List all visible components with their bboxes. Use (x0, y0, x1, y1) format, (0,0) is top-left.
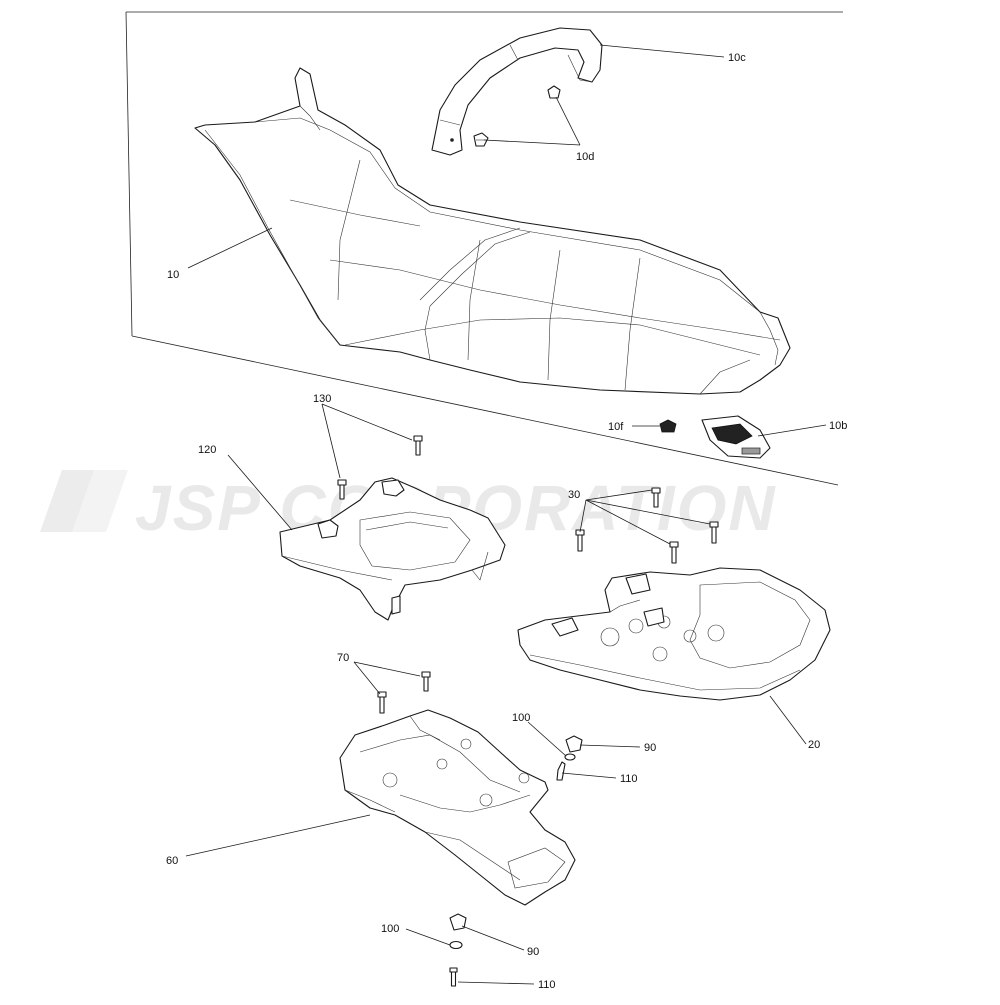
callout-60: 60 (166, 855, 178, 867)
callout-90-lower: 90 (527, 946, 539, 958)
callout-70: 70 (337, 652, 349, 664)
callout-10d: 10d (576, 151, 594, 163)
callout-10: 10 (167, 269, 179, 281)
callout-10f: 10f (608, 421, 624, 433)
callout-100-lower: 100 (381, 923, 399, 935)
callout-130: 130 (313, 393, 331, 405)
callout-100-upper: 100 (512, 712, 530, 724)
screw-part-30-d (669, 541, 679, 564)
screw-part-130-a (413, 435, 423, 456)
clip-part-10d-b (547, 85, 561, 99)
callout-110-upper: 110 (620, 773, 638, 785)
rack-part-20 (517, 567, 831, 701)
callout-10c: 10c (728, 52, 746, 64)
washer-part-100-upper (564, 753, 576, 761)
callout-120: 120 (198, 444, 216, 456)
washer-part-100-lower (449, 940, 463, 950)
callout-90-upper: 90 (644, 742, 656, 754)
callout-110-lower: 110 (538, 979, 556, 991)
clip-part-10d-a (473, 132, 489, 147)
latch-part-10b (701, 415, 771, 459)
support-part-60 (339, 709, 576, 906)
callout-10b: 10b (829, 420, 847, 432)
screw-part-70-b (377, 691, 387, 714)
screw-part-30-b (709, 521, 719, 544)
screw-part-130-b (337, 479, 347, 500)
callout-30: 30 (568, 489, 580, 501)
screw-part-70-a (421, 671, 431, 692)
strap-part-10c (431, 27, 603, 156)
bolt-part-110-lower (449, 967, 458, 987)
screw-part-30-a (651, 487, 661, 508)
seat-part-10 (194, 67, 791, 395)
leader-lines (185, 44, 827, 985)
bracket-part-120 (279, 477, 506, 621)
seat-group-frame (125, 11, 843, 486)
nut-part-90-upper (565, 735, 583, 753)
callout-labels: 10 10c 10d 10f 10b 130 120 30 20 70 100 … (166, 52, 847, 991)
callout-20: 20 (808, 739, 820, 751)
nut-part-90-lower (449, 913, 467, 931)
bolt-part-110-upper (556, 761, 566, 781)
clip-part-10f (659, 419, 677, 433)
